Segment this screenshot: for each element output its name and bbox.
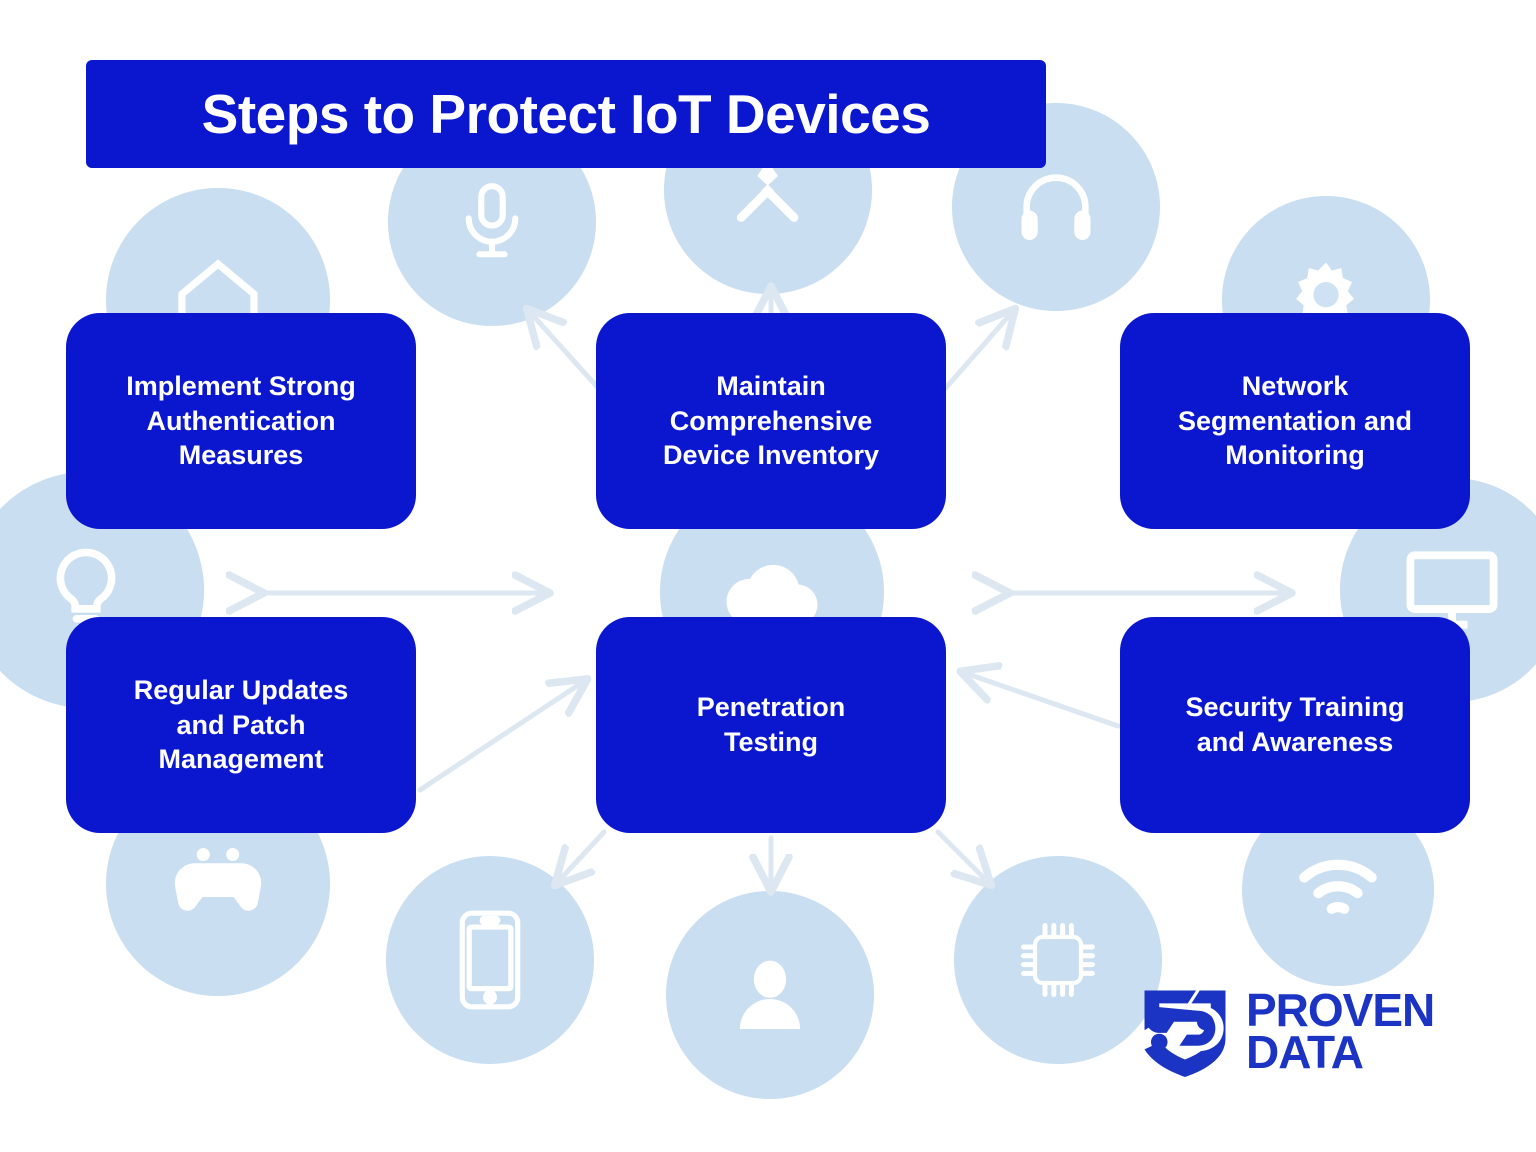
bg-shadow bbox=[954, 856, 1162, 1064]
chip-icon bbox=[1021, 923, 1095, 997]
wifi-icon bbox=[1299, 859, 1377, 914]
title-banner: Steps to Protect IoT Devices bbox=[86, 60, 1046, 168]
step-box-security-training-and-awareness[interactable]: Security Training and Awareness bbox=[1120, 617, 1470, 833]
arrow-lower-left-to-center bbox=[417, 680, 586, 793]
arrow-down-left-from-center bbox=[556, 829, 607, 884]
headphones-icon bbox=[1021, 174, 1091, 240]
arrow-up-right-from-center bbox=[941, 310, 1014, 393]
step-label: Implement Strong Authentication Measures bbox=[126, 371, 356, 471]
step-box-implement-strong-authentication-measures[interactable]: Implement Strong Authentication Measures bbox=[66, 313, 416, 529]
bg-shadow bbox=[386, 856, 594, 1064]
step-label: Network Segmentation and Monitoring bbox=[1177, 371, 1413, 471]
arrow-up-left-from-center bbox=[528, 310, 603, 393]
logo-line-data: DATA bbox=[1246, 1026, 1364, 1078]
step-label: Penetration Testing bbox=[696, 692, 846, 757]
step-label: Security Training and Awareness bbox=[1185, 692, 1405, 757]
step-box-regular-updates-and-patch-management[interactable]: Regular Updates and Patch Management bbox=[66, 617, 416, 833]
step-label: Regular Updates and Patch Management bbox=[133, 675, 349, 775]
bg-shadow bbox=[666, 891, 874, 1099]
arrow-lower-right-to-center bbox=[962, 672, 1121, 729]
bg-node-user bbox=[666, 891, 874, 1099]
page-title: Steps to Protect IoT Devices bbox=[201, 82, 931, 145]
smartphone-icon bbox=[459, 910, 521, 1010]
bg-circle bbox=[954, 856, 1162, 1064]
microphone-icon bbox=[465, 183, 519, 258]
step-box-penetration-testing[interactable]: Penetration Testing bbox=[596, 617, 946, 833]
bg-circle bbox=[666, 891, 874, 1099]
gamepad-icon bbox=[174, 848, 262, 911]
bg-node-smartphone bbox=[386, 856, 594, 1064]
proven-data-logo[interactable]: PROVEN DATA bbox=[1138, 983, 1435, 1078]
logo-wordmark: PROVEN DATA bbox=[1246, 983, 1435, 1078]
step-label: Maintain Comprehensive Device Inventory bbox=[662, 371, 880, 471]
user-icon bbox=[739, 960, 801, 1030]
proven-data-shield-logo-icon bbox=[1144, 990, 1226, 1077]
step-box-network-segmentation-and-monitoring[interactable]: Network Segmentation and Monitoring bbox=[1120, 313, 1470, 529]
logo-line-proven: PROVEN bbox=[1246, 983, 1435, 1036]
arrow-down-right-from-center bbox=[935, 829, 990, 884]
bg-circle bbox=[386, 856, 594, 1064]
step-box-maintain-comprehensive-device-inventory[interactable]: Maintain Comprehensive Device Inventory bbox=[596, 313, 946, 529]
bg-node-chip bbox=[954, 856, 1162, 1064]
